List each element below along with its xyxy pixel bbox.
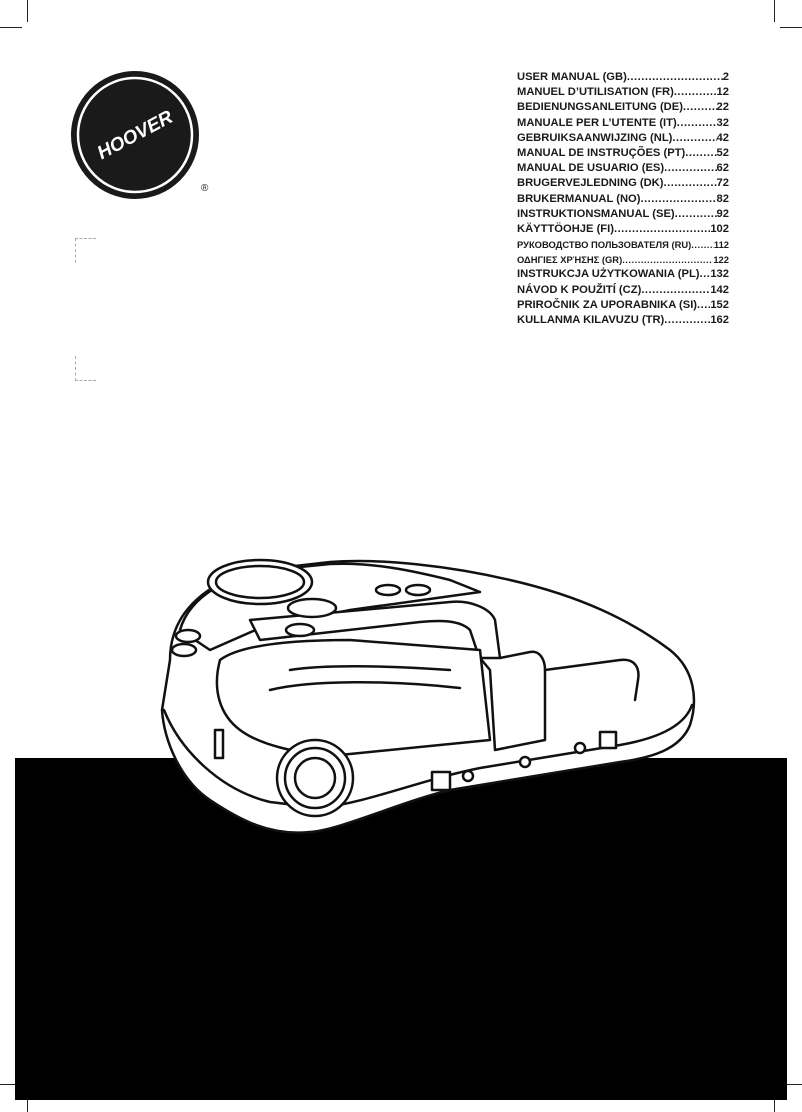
toc-item: MANUALE PER L’UTENTE (IT)32: [517, 116, 729, 131]
robot-vacuum-illustration: [160, 558, 696, 834]
toc-item: GEBRUIKSAANWIJZING (NL)42: [517, 131, 729, 146]
crop-mark: [0, 27, 22, 28]
language-index: USER MANUAL (GB)2 MANUEL D’UTILISATION (…: [517, 70, 729, 328]
hoover-logo: HOOVER: [71, 71, 199, 199]
crop-mark: [0, 1084, 22, 1085]
toc-item: NÁVOD K POUŽITÍ (CZ)142: [517, 283, 729, 298]
toc-item: PRIROČNIK ZA UPORABNIKA (SI)152: [517, 298, 729, 313]
toc-item: KÄYTTÖOHJE (FI)102: [517, 222, 729, 237]
faint-bracket: [75, 238, 96, 263]
toc-item: BRUKERMANUAL (NO)82: [517, 192, 729, 207]
crop-mark: [774, 1090, 775, 1112]
registered-mark: ®: [201, 183, 209, 194]
faint-bracket: [75, 356, 96, 381]
toc-item: INSTRUKTIONSMANUAL (SE)92: [517, 207, 729, 222]
toc-item: MANUAL DE INSTRUÇÕES (PT)52: [517, 146, 729, 161]
crop-mark: [27, 1090, 28, 1112]
toc-item: РУКОВОДСТВО ПОЛЬЗОВАТЕЛЯ (RU)112: [517, 237, 729, 252]
toc-item: INSTRUKCJA UŻYTKOWANIA (PL)132: [517, 267, 729, 282]
crop-mark: [774, 0, 775, 22]
toc-item: MANUAL DE USUARIO (ES)62: [517, 161, 729, 176]
crop-mark: [27, 0, 28, 22]
toc-item: ΟΔΗΓΙΕΣ ΧΡΉΣΗΣ (GR)122: [517, 252, 729, 267]
black-band: [15, 758, 787, 1100]
crop-mark: [780, 1084, 802, 1085]
toc-item: KULLANMA KILAVUZU (TR)162: [517, 313, 729, 328]
toc-item: USER MANUAL (GB)2: [517, 70, 729, 85]
crop-mark: [780, 27, 802, 28]
toc-item: MANUEL D’UTILISATION (FR)12: [517, 85, 729, 100]
toc-item: BRUGERVEJLEDNING (DK)72: [517, 176, 729, 191]
toc-item: BEDIENUNGSANLEITUNG (DE)22: [517, 100, 729, 115]
